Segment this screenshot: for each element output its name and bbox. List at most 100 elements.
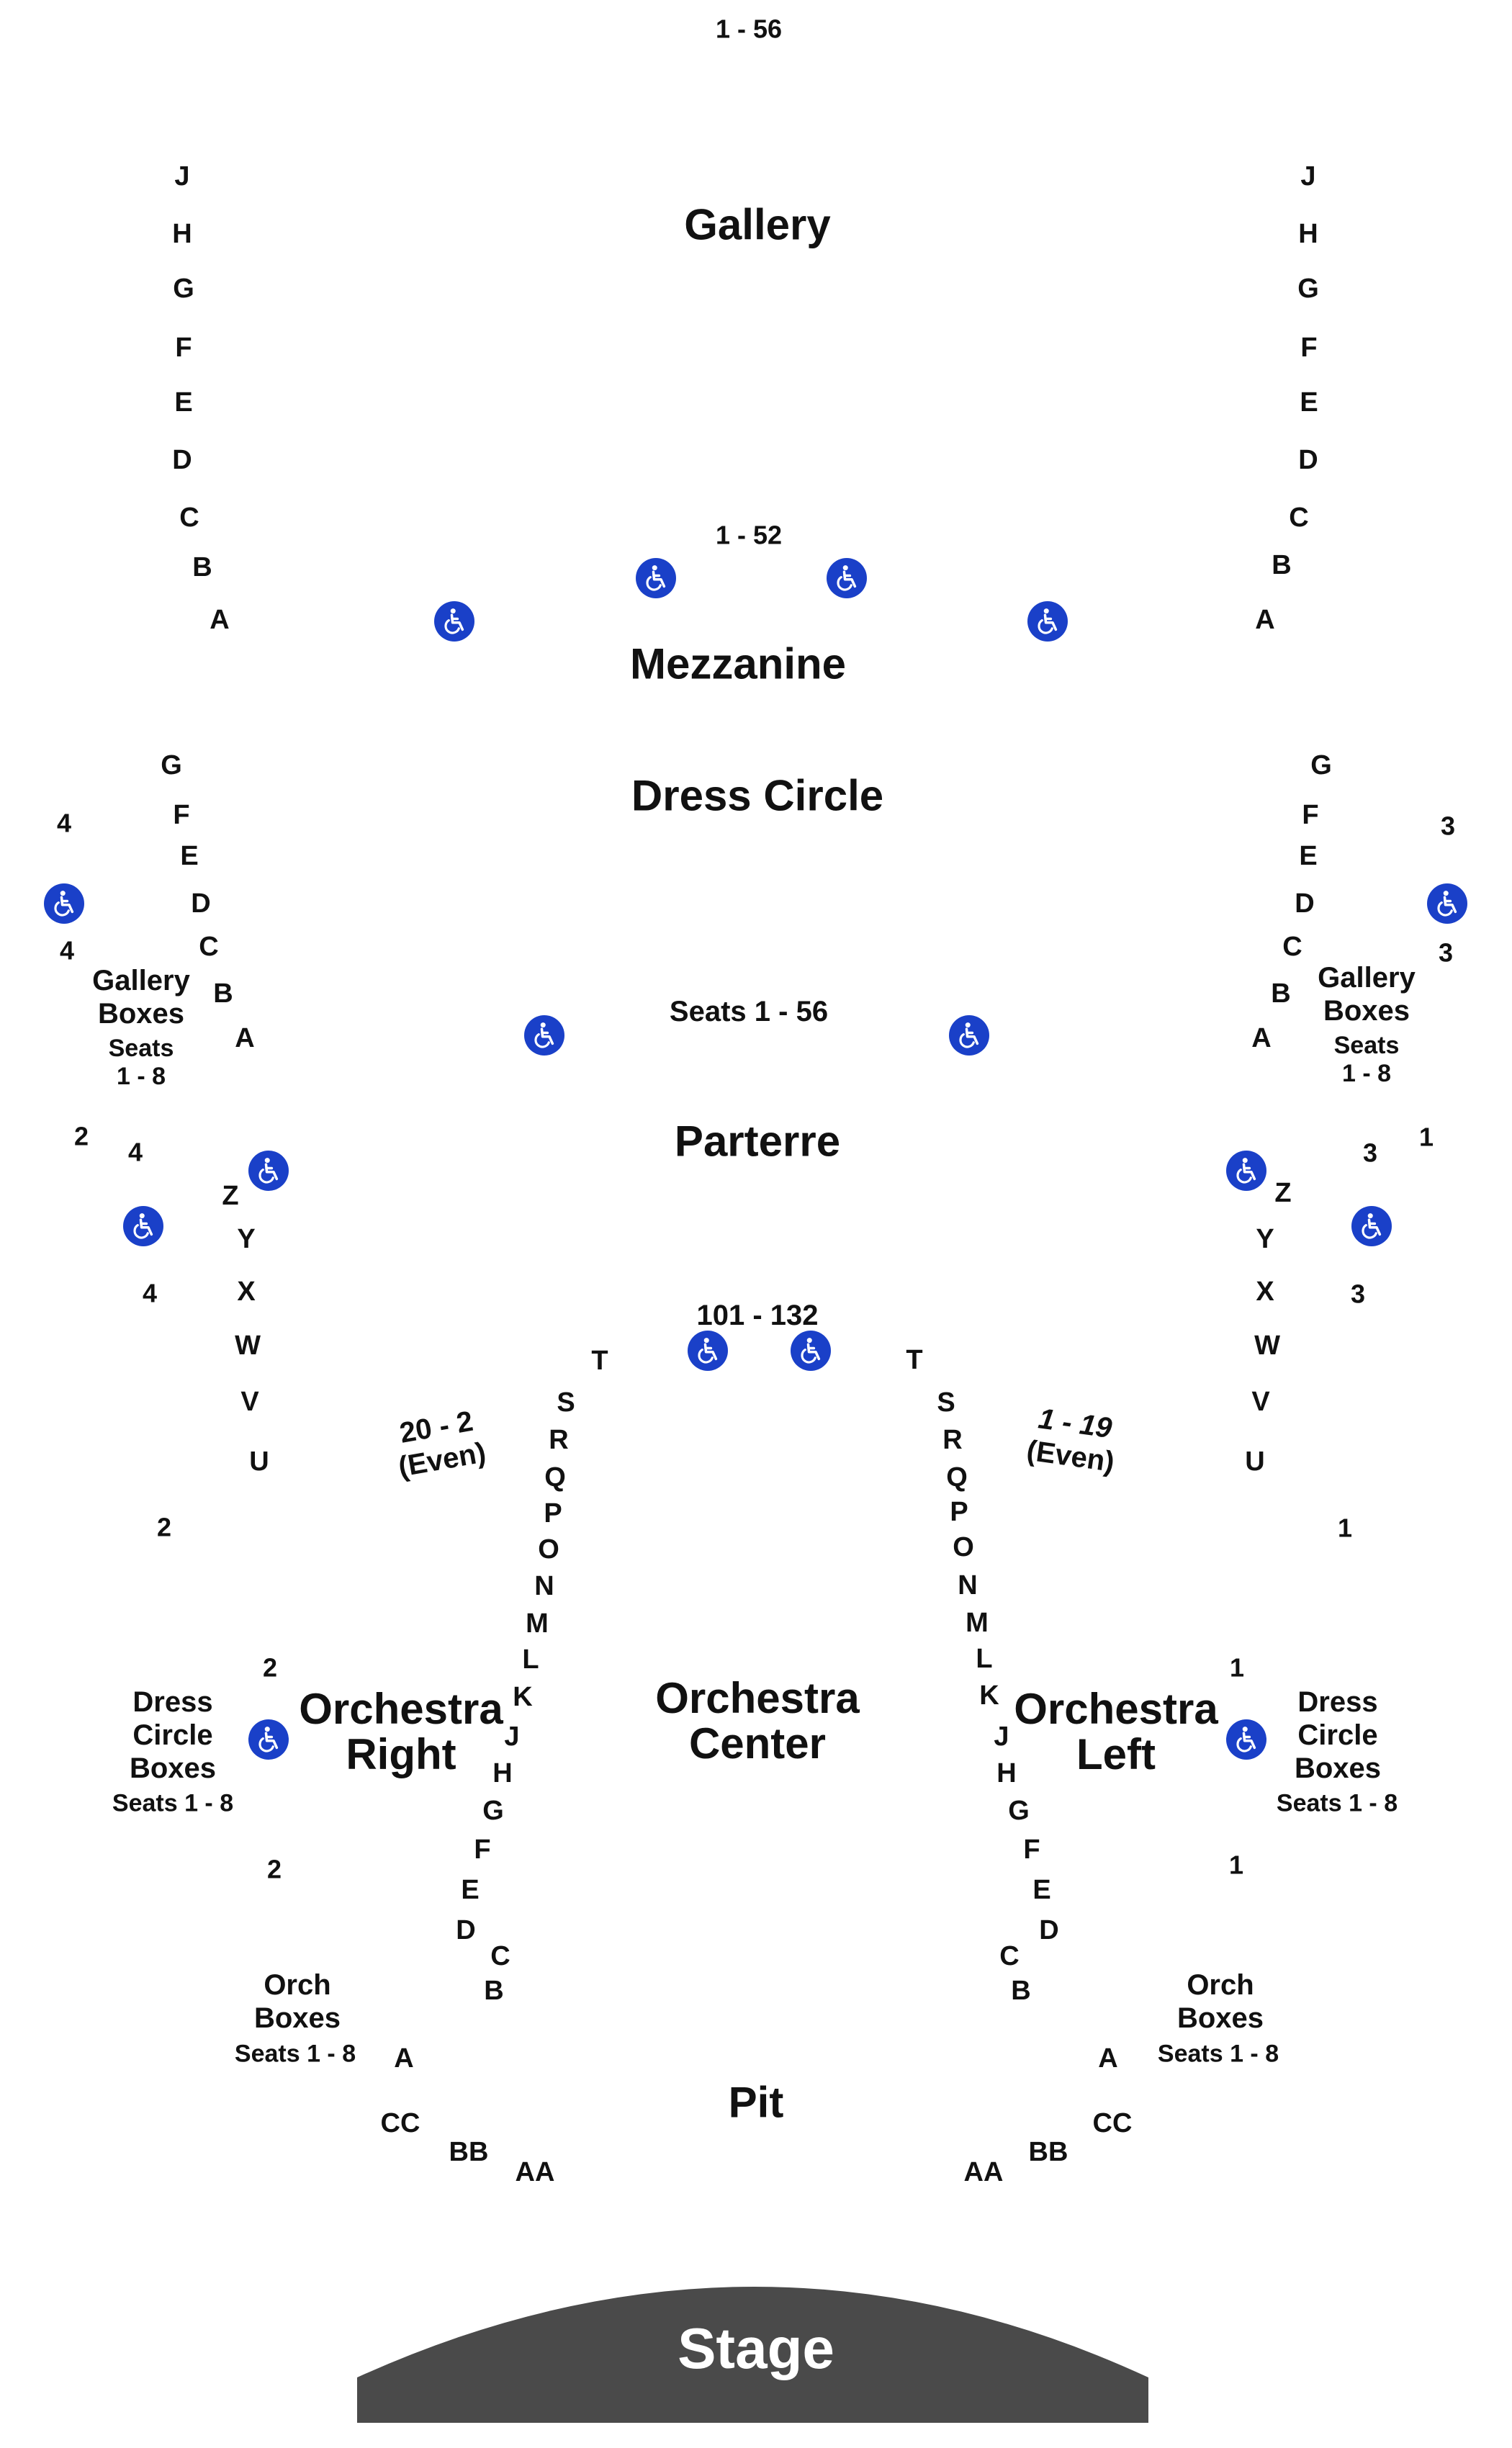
box-number: 3 xyxy=(1440,811,1456,841)
row-label: C xyxy=(1282,932,1302,963)
row-label: CC xyxy=(1092,2108,1133,2139)
section-orchestra-right[interactable]: Orchestra Right xyxy=(299,1685,503,1778)
row-label: M xyxy=(526,1608,549,1639)
mezzanine-seat-range: 1 - 52 xyxy=(715,520,783,550)
wheelchair-icon[interactable] xyxy=(524,1015,564,1056)
row-label: Z xyxy=(222,1181,239,1212)
row-label: G xyxy=(173,274,194,305)
row-label: D xyxy=(1298,445,1318,476)
box-number: 2 xyxy=(156,1512,172,1542)
row-label: F xyxy=(474,1835,491,1866)
row-label: D xyxy=(191,888,211,919)
row-label: Z xyxy=(1274,1178,1292,1209)
orchestra-left-seat-range: 1 - 19 (Even) xyxy=(1025,1403,1117,1479)
row-label: B xyxy=(1011,1976,1031,2007)
stage-label: Stage xyxy=(678,2316,834,2380)
row-label: CC xyxy=(380,2108,420,2139)
wheelchair-icon[interactable] xyxy=(791,1331,831,1371)
row-label: E xyxy=(1032,1875,1051,1906)
row-label: Q xyxy=(946,1462,968,1493)
row-label: D xyxy=(1295,888,1315,919)
wheelchair-icon[interactable] xyxy=(636,558,676,598)
row-label: AA xyxy=(515,2157,555,2188)
row-label: S xyxy=(557,1387,575,1418)
section-mezzanine[interactable]: Mezzanine xyxy=(629,639,847,688)
orchestra-center-seat-range: 101 - 132 xyxy=(696,1300,819,1331)
row-label: W xyxy=(235,1331,261,1362)
row-label: F xyxy=(1302,800,1319,831)
wheelchair-icon[interactable] xyxy=(1226,1151,1266,1191)
row-label: Y xyxy=(1256,1224,1274,1255)
wheelchair-icon[interactable] xyxy=(1427,883,1467,924)
row-label: P xyxy=(950,1497,968,1528)
row-label: C xyxy=(1289,503,1309,534)
row-label: J xyxy=(174,161,190,192)
section-dress-circle[interactable]: Dress Circle xyxy=(631,771,884,820)
row-label: AA xyxy=(963,2157,1004,2188)
row-label: V xyxy=(1251,1387,1270,1418)
box-number: 2 xyxy=(262,1652,278,1683)
row-label: C xyxy=(179,503,199,534)
row-label: G xyxy=(482,1796,504,1827)
row-label: G xyxy=(161,750,182,781)
dress-circle-boxes-left-seats: Seats 1 - 8 xyxy=(112,1789,234,1817)
row-label: X xyxy=(1256,1277,1274,1308)
section-parterre[interactable]: Parterre xyxy=(674,1117,841,1166)
wheelchair-icon[interactable] xyxy=(827,558,867,598)
wheelchair-icon[interactable] xyxy=(688,1331,728,1371)
section-orchestra-center[interactable]: Orchestra Center xyxy=(655,1674,860,1768)
row-label: W xyxy=(1254,1331,1280,1362)
wheelchair-icon[interactable] xyxy=(248,1151,289,1191)
wheelchair-icon[interactable] xyxy=(123,1206,163,1246)
row-label: BB xyxy=(449,2137,489,2168)
dress-circle-boxes-right-seats: Seats 1 - 8 xyxy=(1276,1789,1398,1817)
row-label: M xyxy=(966,1608,989,1639)
box-number: 4 xyxy=(127,1137,143,1167)
row-label: H xyxy=(1298,219,1318,250)
row-label: X xyxy=(237,1277,256,1308)
section-pit[interactable]: Pit xyxy=(728,2078,784,2127)
orch-boxes-left-seats: Seats 1 - 8 xyxy=(234,2040,356,2068)
row-label: P xyxy=(544,1498,562,1529)
row-label: F xyxy=(173,800,190,831)
row-label: E xyxy=(461,1875,480,1906)
orch-boxes-right-seats: Seats 1 - 8 xyxy=(1157,2040,1279,2068)
row-label: G xyxy=(1310,750,1332,781)
row-label: B xyxy=(484,1976,504,2007)
box-number: 1 xyxy=(1229,1652,1245,1683)
section-gallery[interactable]: Gallery xyxy=(684,200,831,249)
wheelchair-icon[interactable] xyxy=(1351,1206,1392,1246)
row-label: C xyxy=(490,1941,510,1972)
row-label: K xyxy=(979,1680,999,1711)
section-orchestra-left[interactable]: Orchestra Left xyxy=(1014,1685,1218,1778)
row-label: F xyxy=(1300,333,1318,364)
box-number: 2 xyxy=(73,1121,89,1151)
box-number: 3 xyxy=(1362,1138,1378,1168)
wheelchair-icon[interactable] xyxy=(949,1015,989,1056)
row-label: L xyxy=(976,1644,993,1675)
row-label: J xyxy=(994,1722,1009,1752)
row-label: B xyxy=(213,978,233,1009)
row-label: V xyxy=(240,1387,259,1418)
wheelchair-icon[interactable] xyxy=(248,1719,289,1760)
row-label: B xyxy=(1272,550,1292,581)
dress-circle-seat-range: Seats 1 - 56 xyxy=(669,996,829,1027)
row-label: H xyxy=(172,219,192,250)
wheelchair-icon[interactable] xyxy=(434,601,474,642)
wheelchair-icon[interactable] xyxy=(1226,1719,1266,1760)
row-label: G xyxy=(1008,1796,1030,1827)
wheelchair-icon[interactable] xyxy=(1027,601,1068,642)
wheelchair-icon[interactable] xyxy=(44,883,84,924)
gallery-seat-range: 1 - 56 xyxy=(715,14,783,44)
row-label: E xyxy=(1300,387,1318,418)
row-label: O xyxy=(538,1534,559,1565)
row-label: R xyxy=(942,1425,963,1456)
